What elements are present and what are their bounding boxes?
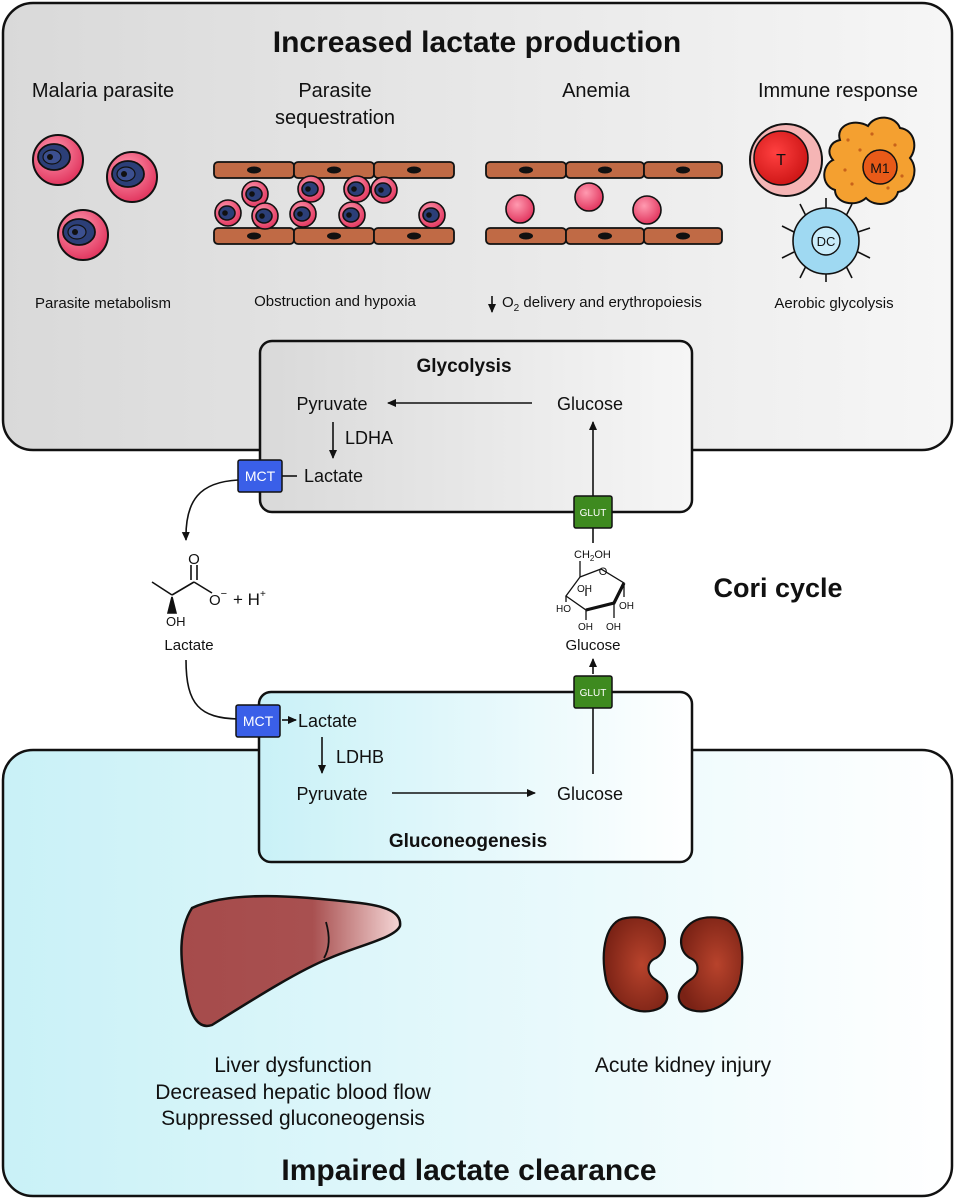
liver-illustration — [180, 894, 402, 1028]
sequestration-title-1: Parasite — [298, 80, 371, 102]
anemia-title: Anemia — [562, 80, 631, 102]
liver-line-3: Suppressed gluconeogensis — [161, 1107, 425, 1130]
svg-text:O: O — [599, 566, 608, 578]
immune-cells: T M1 DC — [749, 116, 916, 282]
gng-pyruvate: Pyruvate — [296, 784, 367, 804]
kidney-label: Acute kidney injury — [595, 1054, 772, 1077]
sequestration-title-2: sequestration — [275, 107, 395, 129]
top-title: Increased lactate production — [273, 26, 681, 59]
svg-text:CH2OH: CH2OH — [574, 549, 611, 563]
t-cell-label: T — [776, 152, 786, 169]
svg-text:OH: OH — [578, 622, 593, 633]
glucose-label: Glucose — [565, 637, 620, 654]
svg-text:OH: OH — [619, 601, 634, 612]
glycolysis-box — [258, 339, 694, 514]
glut-label-bottom: GLUT — [580, 688, 607, 699]
gluconeogenesis-box — [257, 690, 694, 864]
kidney-illustration — [602, 916, 744, 1013]
svg-text:O2 delivery and erythropoiesis: O2 delivery and erythropoiesis — [502, 294, 702, 314]
mct-transporter-bottom — [235, 704, 281, 738]
liver-line-1: Liver dysfunction — [214, 1054, 372, 1077]
vessel-sequestration — [213, 161, 455, 245]
lactate-proton: + H+ — [233, 589, 266, 609]
glycolysis-title: Glycolysis — [416, 356, 511, 377]
immune-caption: Aerobic glycolysis — [774, 295, 893, 312]
liver-line-2: Decreased hepatic blood flow — [155, 1081, 431, 1104]
mct-label-top: MCT — [245, 468, 276, 484]
glucose-molecule: CH2OH O OH OH OH OH HO — [556, 549, 634, 633]
mct-transporter-top — [237, 459, 283, 493]
lactate-molecule — [151, 565, 213, 614]
ldhb-label: LDHB — [336, 747, 384, 767]
immune-title: Immune response — [758, 80, 918, 102]
dc-label: DC — [817, 234, 836, 249]
lactate-oh: OH — [166, 614, 186, 629]
anemia-caption: O2 delivery and erythropoiesis — [488, 294, 702, 314]
lactate-o-minus: O− — [209, 588, 227, 609]
lactate-export-arrow — [181, 479, 239, 541]
svg-text:OH: OH — [577, 584, 592, 595]
gng-lactate: Lactate — [298, 711, 357, 731]
glut-transporter-bottom — [573, 675, 613, 709]
m1-label: M1 — [870, 160, 890, 176]
lactate-o-double: O — [188, 551, 200, 568]
vessel-anemia — [485, 161, 723, 245]
glut-label-top: GLUT — [580, 508, 607, 519]
bottom-title: Impaired lactate clearance — [281, 1154, 656, 1187]
malaria-title: Malaria parasite — [32, 80, 174, 102]
glycolysis-glucose: Glucose — [557, 394, 623, 414]
sequestration-caption: Obstruction and hypoxia — [254, 293, 416, 310]
svg-text:OH: OH — [606, 622, 621, 633]
gng-glucose: Glucose — [557, 784, 623, 804]
gluconeogenesis-title: Gluconeogenesis — [389, 831, 547, 852]
glycolysis-lactate: Lactate — [304, 466, 363, 486]
mct-label-bottom: MCT — [243, 713, 274, 729]
parasite-cells — [32, 134, 158, 261]
ldha-label: LDHA — [345, 428, 393, 448]
cori-cycle-label: Cori cycle — [713, 573, 842, 603]
lactate-import-arrow — [185, 659, 239, 720]
glycolysis-pyruvate: Pyruvate — [296, 394, 367, 414]
svg-text:HO: HO — [556, 604, 571, 615]
lactate-label: Lactate — [164, 637, 213, 654]
malaria-caption: Parasite metabolism — [35, 295, 171, 312]
